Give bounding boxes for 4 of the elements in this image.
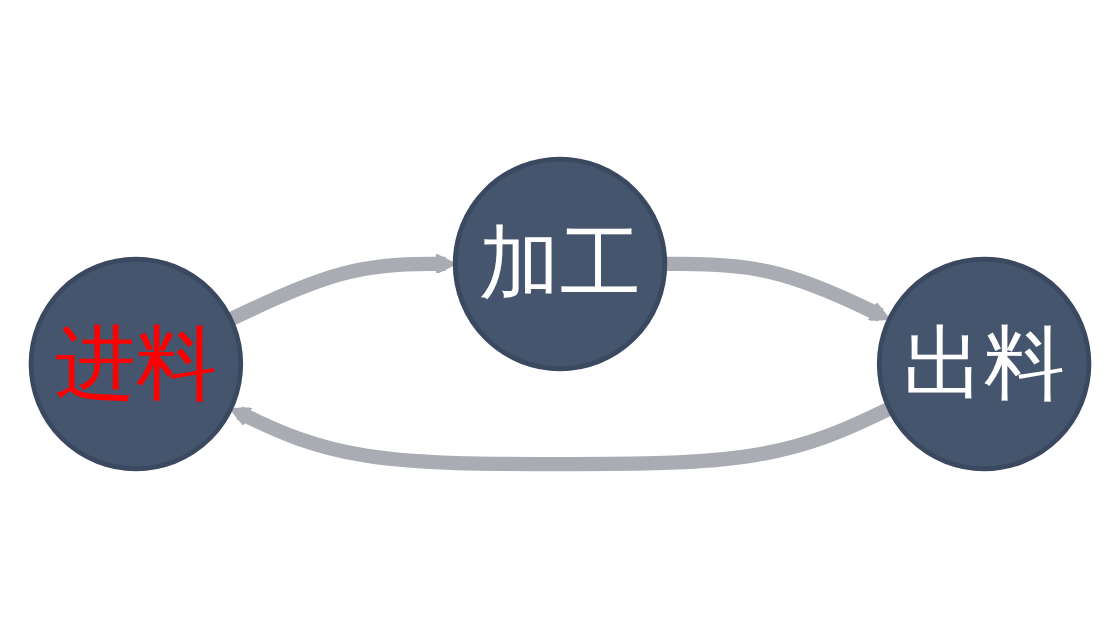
- node-circle: 出料: [876, 256, 1092, 472]
- arrow: [229, 402, 893, 472]
- node-circle: 进料: [28, 256, 244, 472]
- node-circle: 加工: [452, 156, 668, 372]
